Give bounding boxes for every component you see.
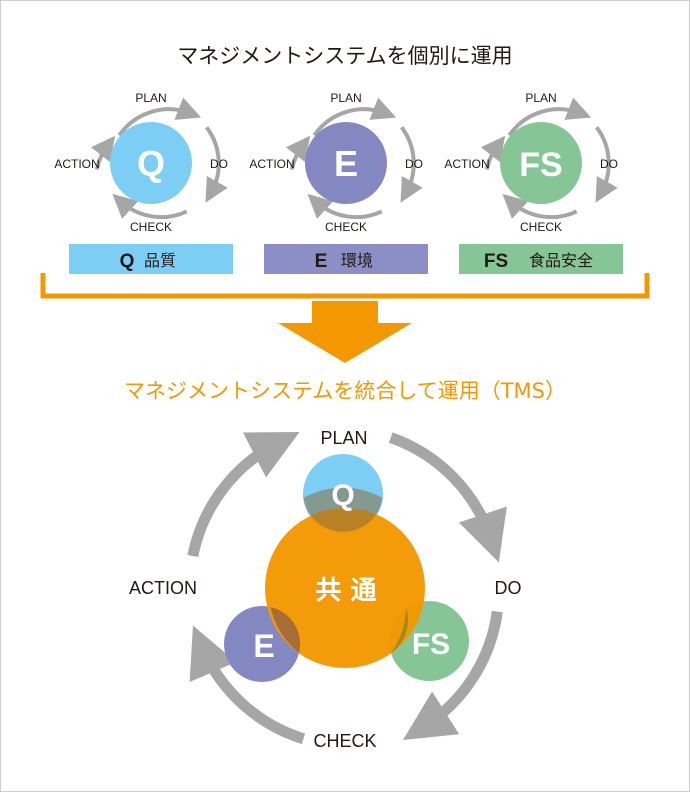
cycle-q: Q PLAN DO CHECK ACTION Q 品質 <box>54 91 233 274</box>
common-label: 共 通 <box>315 576 376 606</box>
system-circle-e <box>305 122 387 204</box>
cycle-arrow-icon <box>502 193 578 220</box>
overlap-region <box>391 608 408 653</box>
cycle-arrow-icon <box>117 97 202 137</box>
system-circle-q <box>110 122 192 204</box>
system-bar-e <box>264 244 428 274</box>
title-individual: マネジメントシステムを個別に運用 <box>177 44 512 68</box>
title-integrated: マネジメントシステムを統合して運用（TMS） <box>124 379 566 403</box>
bracket-line <box>40 273 650 299</box>
cycle-arrow-icon <box>189 625 306 745</box>
system-letter: Q <box>331 479 354 512</box>
cycle-arrow-icon <box>594 126 618 203</box>
system-tag: FS <box>484 251 508 272</box>
label-check: CHECK <box>520 220 562 234</box>
cycle-fs: FS PLAN DO CHECK ACTION FS 食品安全 <box>444 91 623 274</box>
cycle-e: E PLAN DO CHECK ACTION E 環境 <box>249 91 428 274</box>
integrated-cycle: PLAN DO CHECK ACTION Q E FS 共 通 <box>129 428 522 751</box>
label-action: ACTION <box>249 157 294 171</box>
label-plan: PLAN <box>525 91 556 105</box>
cycle-arrow-icon <box>399 126 423 203</box>
system-bar-q <box>69 244 233 274</box>
label-plan: PLAN <box>330 91 361 105</box>
system-letter: Q <box>137 143 165 184</box>
label-check: CHECK <box>313 731 376 751</box>
system-bar-fs <box>459 244 623 274</box>
label-plan: PLAN <box>135 91 166 105</box>
system-letter: E <box>334 143 358 184</box>
cycle-arrow-icon <box>402 610 503 740</box>
system-letter: FS <box>519 146 562 184</box>
label-do: DO <box>600 157 618 171</box>
system-circle-fs <box>500 122 582 204</box>
cycle-arrow-icon <box>204 126 228 203</box>
cycle-arrow-icon <box>480 135 506 170</box>
system-letter: E <box>253 628 274 664</box>
cycle-arrow-icon <box>285 135 311 170</box>
system-tag: Q <box>120 251 135 272</box>
label-action: ACTION <box>129 578 197 598</box>
cycle-arrow-icon <box>307 193 383 220</box>
system-name: 品質 <box>144 251 176 270</box>
label-plan: PLAN <box>320 428 367 448</box>
overlap-region <box>270 607 301 653</box>
system-letter: FS <box>412 628 450 661</box>
cycle-arrow-icon <box>507 97 592 137</box>
overlap-region <box>303 487 383 532</box>
label-check: CHECK <box>325 220 367 234</box>
label-check: CHECK <box>130 220 172 234</box>
down-arrow-icon <box>278 301 412 363</box>
label-do: DO <box>405 157 423 171</box>
system-name: 食品安全 <box>529 251 593 270</box>
cycle-arrow-icon <box>388 432 507 563</box>
cycle-arrow-icon <box>112 193 188 220</box>
label-do: DO <box>495 578 522 598</box>
label-action: ACTION <box>54 157 99 171</box>
label-action: ACTION <box>444 157 489 171</box>
system-tag: E <box>315 251 328 272</box>
cycle-arrow-icon <box>90 135 116 170</box>
common-circle <box>265 508 425 668</box>
cycle-arrow-icon <box>312 97 397 137</box>
system-name: 環境 <box>341 251 373 270</box>
label-do: DO <box>210 157 228 171</box>
cycle-arrow-icon <box>187 431 300 558</box>
